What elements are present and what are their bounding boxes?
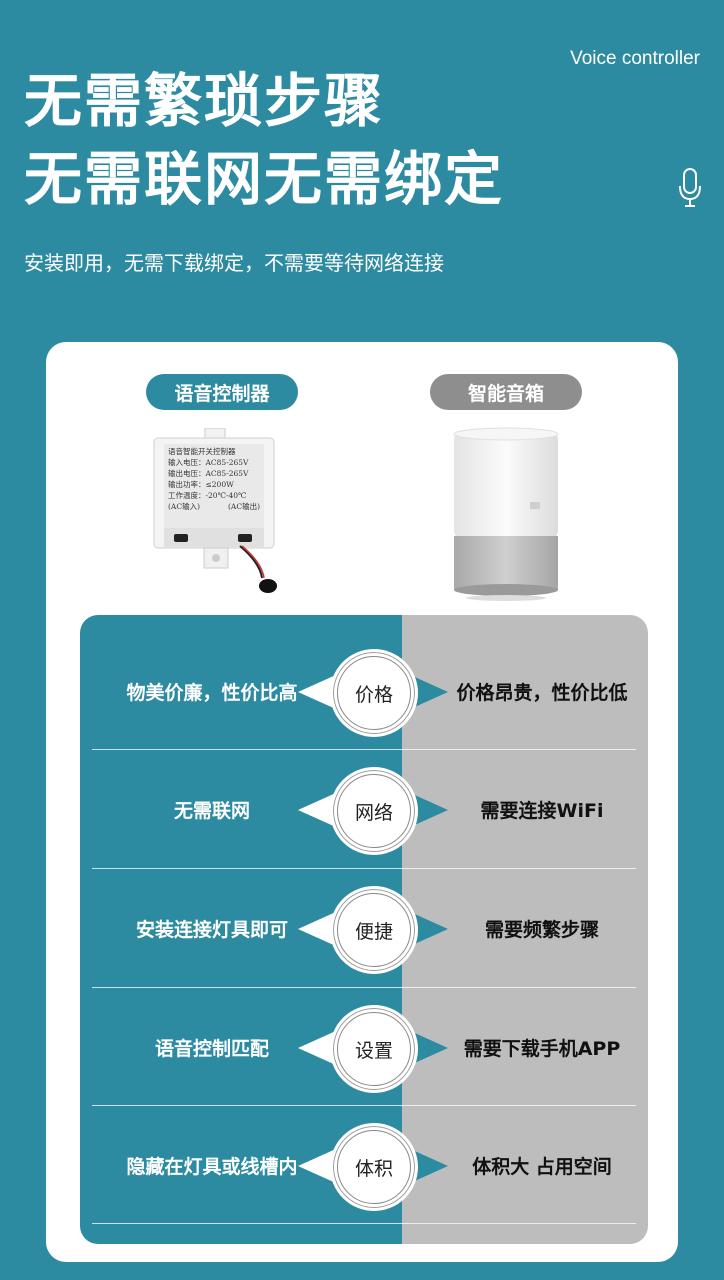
speaker-feature: 需要连接WiFi	[480, 800, 604, 822]
voice-controller-pill: 语音控制器	[146, 374, 298, 410]
speaker-feature: 体积大 占用空间	[472, 1156, 612, 1178]
spec-line: 工作温度：-20℃-40℃	[168, 491, 247, 500]
voice-controller-image	[153, 428, 277, 593]
controller-feature: 安装连接灯具即可	[135, 919, 288, 941]
comparison-row: 物美价廉，性价比高 价格 价格昂贵，性价比低	[92, 632, 636, 751]
badge-label: 网络	[337, 774, 411, 848]
speaker-feature: 需要频繁步骤	[484, 919, 599, 941]
row-divider	[92, 1223, 636, 1224]
row-divider	[92, 1105, 636, 1106]
speaker-feature: 价格昂贵，性价比低	[456, 682, 628, 704]
row-divider	[92, 868, 636, 869]
controller-feature: 物美价廉，性价比高	[126, 682, 298, 704]
subtitle: 安装即用，无需下载绑定，不需要等待网络连接	[24, 251, 444, 275]
comparison-card: 语音控制器 智能音箱 语音智能开关控制器 输入电压：AC85-265V 输出电压…	[46, 342, 678, 1262]
row-badge: 体积	[298, 1123, 448, 1211]
spec-line: 输入电压：AC85-265V	[168, 458, 249, 467]
badge-label: 体积	[337, 1130, 411, 1204]
row-badge: 网络	[298, 767, 448, 855]
headline-line1: 无需繁琐步骤	[24, 67, 385, 135]
spec-line: 输出电压：AC85-265V	[168, 469, 249, 478]
microphone-icon	[679, 168, 701, 207]
headline-line2: 无需联网无需绑定	[24, 145, 505, 213]
row-badge: 便捷	[298, 886, 448, 974]
badge-label: 价格	[337, 656, 411, 730]
smart-speaker-image	[453, 427, 559, 601]
controller-feature: 隐藏在灯具或线槽内	[126, 1156, 298, 1178]
row-divider	[92, 749, 636, 750]
controller-feature: 无需联网	[173, 800, 250, 822]
badge-label: 便捷	[337, 893, 411, 967]
comparison-row: 隐藏在灯具或线槽内 体积 体积大 占用空间	[92, 1106, 636, 1225]
speaker-feature: 需要下载手机APP	[463, 1038, 621, 1060]
controller-feature: 语音控制匹配	[154, 1038, 269, 1060]
row-divider	[92, 987, 636, 988]
port-out-label: (AC输出)	[227, 502, 260, 511]
voice-controller-label: Voice controller	[570, 48, 700, 69]
spec-line: 输出功率：≤200W	[168, 480, 234, 489]
badge-label: 设置	[337, 1012, 411, 1086]
comparison-row: 语音控制匹配 设置 需要下载手机APP	[92, 988, 636, 1107]
row-badge: 设置	[298, 1005, 448, 1093]
row-badge: 价格	[298, 649, 448, 737]
controller-spec-text: 语音智能开关控制器 输入电压：AC85-265V 输出电压：AC85-265V …	[168, 446, 268, 512]
spec-line: 语音智能开关控制器	[168, 447, 236, 456]
port-in-label: (AC输入)	[168, 502, 201, 511]
comparison-row: 安装连接灯具即可 便捷 需要频繁步骤	[92, 869, 636, 988]
smart-speaker-pill: 智能音箱	[430, 374, 582, 410]
comparison-row: 无需联网 网络 需要连接WiFi	[92, 750, 636, 869]
